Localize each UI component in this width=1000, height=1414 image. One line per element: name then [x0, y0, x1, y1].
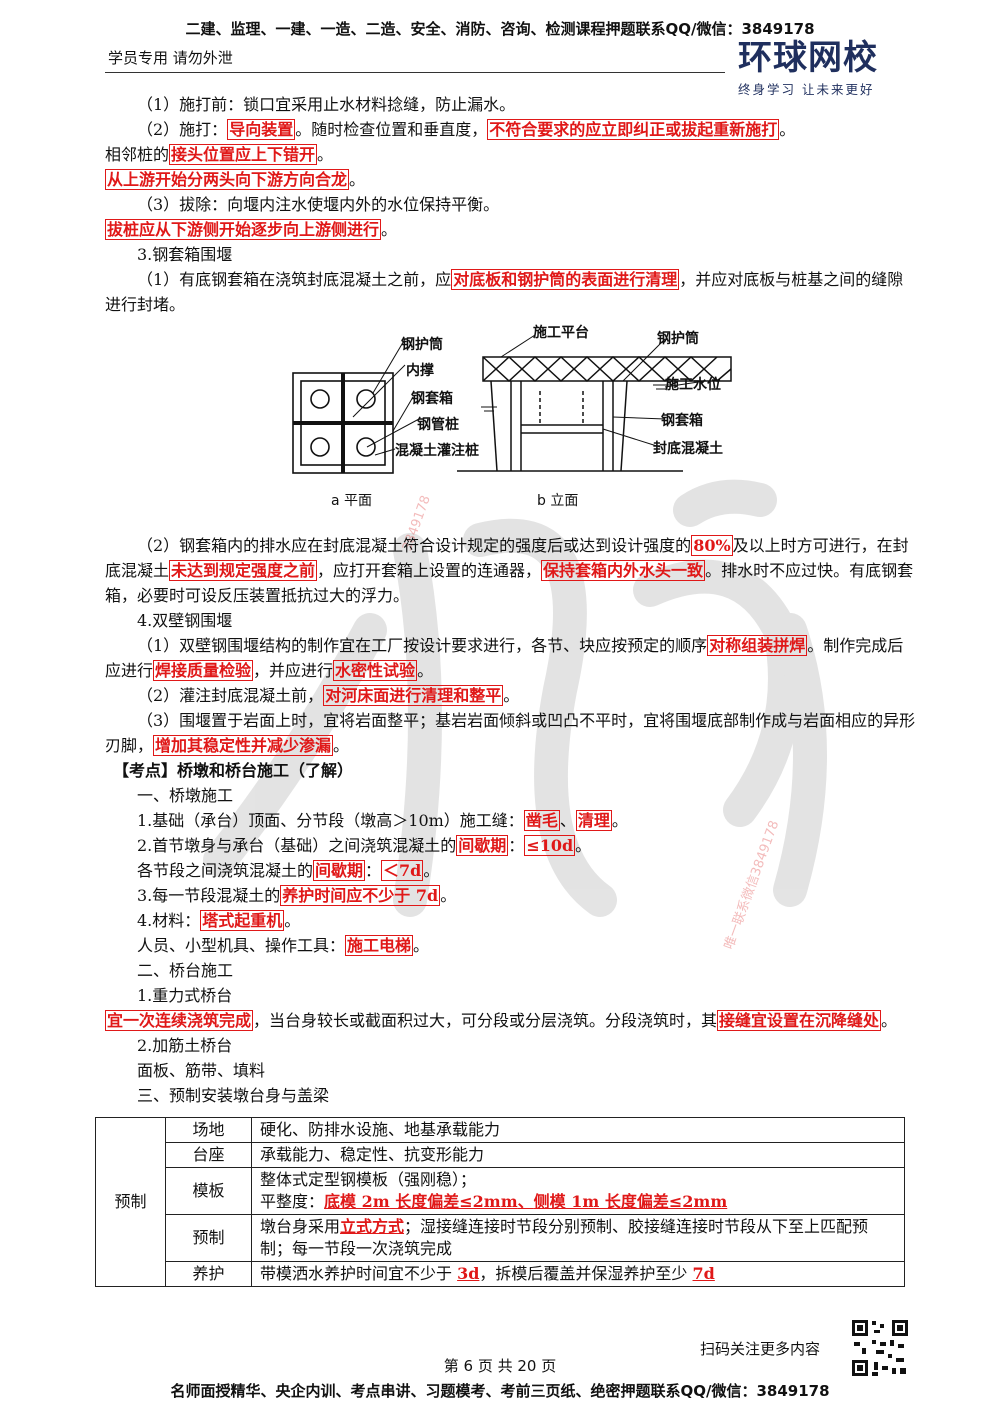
abutment-gravity-title: 1.重力式桥台	[137, 986, 233, 1005]
table-row: 模板 整体式定型钢模板（强刚稳）； 平整度：底模 2m 长度偏差≤2mm、侧模 …	[96, 1167, 905, 1215]
precast-table: 预制 场地 硬化、防排水设施、地基承载能力 台座 承载能力、稳定性、抗变形能力 …	[95, 1117, 905, 1287]
cofferdam-diagram	[292, 334, 732, 474]
para-joint: 相邻桩的接头位置应上下错开。	[105, 144, 334, 165]
para-double-wall-2: （2）灌注封底混凝土前，对河床面进行清理和整平。	[137, 685, 520, 706]
elev-label-seal-concrete: 封底混凝土	[653, 441, 723, 457]
brand-name: 环球网校	[738, 38, 878, 78]
plan-label-casing: 钢护筒	[401, 337, 443, 353]
exam-point-title: 【考点】桥墩和桥台施工（了解）	[113, 761, 354, 780]
cofferdam-figure: 钢护筒 内撑 钢套箱 钢管桩 混凝土灌注桩 施工平台 钢护筒 施工水位 钢套箱 …	[105, 321, 917, 531]
para-pre-driving: （1）施打前：锁口宜采用止水材料捻缝，防止漏水。	[137, 95, 516, 114]
caption-plan: a 平面	[331, 493, 373, 509]
scan-hint: 扫码关注更多内容	[700, 1340, 821, 1358]
plan-label-bored-pile: 混凝土灌注桩	[395, 443, 479, 459]
pier-item-1: 1.基础（承台）顶面、分节段（墩高＞10m）施工缝：凿毛、清理。	[137, 810, 628, 831]
elev-label-platform: 施工平台	[533, 325, 589, 341]
document-body: （1）施打前：锁口宜采用止水材料捻缝，防止漏水。 （2）施打：导向装置。随时检查…	[105, 92, 917, 1108]
table-cell: 墩台身采用立式方式；湿接缝连接时节段分别预制、胶接缝连接时节段从下至上匹配预制；…	[251, 1214, 905, 1262]
heading-pier: 一、桥墩施工	[137, 786, 234, 805]
elev-label-water-level: 施工水位	[665, 377, 721, 393]
para-steel-box-1: （1）有底钢套箱在浇筑封底混凝土之前，应对底板和钢护筒的表面进行清理，并应对底板…	[105, 269, 904, 314]
top-banner: 二建、监理、一建、一造、二造、安全、消防、咨询、检测课程押题联系QQ/微信：38…	[185, 20, 815, 38]
para-driving: （2）施打：导向装置。随时检查位置和垂直度，不符合要求的应立即纠正或拔起重新施打…	[137, 119, 796, 140]
table-cell: 承载能力、稳定性、抗变形能力	[251, 1142, 905, 1168]
elev-label-steel-box: 钢套箱	[661, 413, 703, 429]
section-title-steel-box: 3.钢套箱围堰	[137, 245, 233, 264]
heading-abutment: 二、桥台施工	[137, 961, 234, 980]
pier-item-5: 人员、小型机具、操作工具：施工电梯。	[137, 935, 430, 956]
table-cell: 硬化、防排水设施、地基承载能力	[251, 1117, 905, 1143]
table-row: 养护 带模洒水养护时间宜不少于 3d，拆模后覆盖并保湿养护至少 7d	[96, 1261, 905, 1287]
table-sub: 预制	[165, 1214, 252, 1262]
section-title-double-wall: 4.双壁钢围堰	[137, 611, 233, 630]
brand-slogan: 终身学习 让未来更好	[738, 82, 875, 97]
table-category: 预制	[95, 1117, 166, 1287]
elev-label-casing: 钢护筒	[657, 331, 699, 347]
header-subtitle: 学员专用 请勿外泄	[108, 49, 233, 67]
table-cell: 整体式定型钢模板（强刚稳）； 平整度：底模 2m 长度偏差≤2mm、侧模 1m …	[251, 1167, 905, 1215]
table-sub: 场地	[165, 1117, 252, 1143]
table-cell: 带模洒水养护时间宜不少于 3d，拆模后覆盖并保湿养护至少 7d	[251, 1261, 905, 1287]
para-double-wall-1: （1）双壁钢围堰结构的制作宜在工厂按设计要求进行，各节、块应按预定的顺序对称组装…	[105, 635, 904, 681]
pier-item-2: 2.首节墩身与承台（基础）之间浇筑混凝土的间歇期：≤10d。	[137, 835, 592, 856]
abutment-gravity-text: 宜一次连续浇筑完成，当台身较长或截面积过大，可分段或分层浇筑。分段浇筑时，其接缝…	[105, 1010, 898, 1031]
abutment-reinforced-text: 面板、筋带、填料	[137, 1061, 266, 1080]
pier-item-2b: 各节段之间浇筑混凝土的间歇期：＜7d。	[137, 860, 440, 881]
para-removal: （3）拔除：向堰内注水使堰内外的水位保持平衡。	[137, 195, 500, 214]
footer-banner: 名师面授精华、央企内训、考点串讲、习题模考、考前三页纸、绝密押题联系QQ/微信：…	[170, 1382, 830, 1400]
pier-item-3: 3.每一节段混凝土的养护时间应不少于 7d。	[137, 885, 457, 906]
table-sub: 养护	[165, 1261, 252, 1287]
table-row: 台座 承载能力、稳定性、抗变形能力	[96, 1142, 905, 1168]
table-row: 预制 墩台身采用立式方式；湿接缝连接时节段分别预制、胶接缝连接时节段从下至上匹配…	[96, 1214, 905, 1262]
para-closure: 从上游开始分两头向下游方向合龙。	[105, 169, 366, 190]
header-divider	[105, 72, 725, 73]
plan-label-bracing: 内撑	[406, 363, 434, 379]
pier-item-4: 4.材料：塔式起重机。	[137, 910, 301, 931]
para-removal-order: 拔桩应从下游侧开始逐步向上游侧进行。	[105, 219, 398, 240]
plan-label-steel-pile: 钢管桩	[417, 417, 459, 433]
brand-logo: 环球网校 终身学习 让未来更好	[738, 38, 916, 98]
plan-label-steel-box: 钢套箱	[411, 391, 453, 407]
table-row: 预制 场地 硬化、防排水设施、地基承载能力	[95, 1117, 905, 1287]
table-sub: 台座	[165, 1142, 252, 1168]
abutment-reinforced-title: 2.加筋土桥台	[137, 1036, 233, 1055]
table-sub: 模板	[165, 1167, 252, 1215]
page-number: 第 6 页 共 20 页	[443, 1357, 557, 1375]
para-double-wall-3: （3）围堰置于岩面上时，宜将岩面整平；基岩岩面倾斜或凹凸不平时，宜将围堰底部制作…	[105, 711, 916, 756]
caption-elevation: b 立面	[537, 493, 579, 509]
qr-code-icon	[850, 1318, 910, 1378]
heading-precast: 三、预制安装墩台身与盖梁	[137, 1086, 330, 1105]
